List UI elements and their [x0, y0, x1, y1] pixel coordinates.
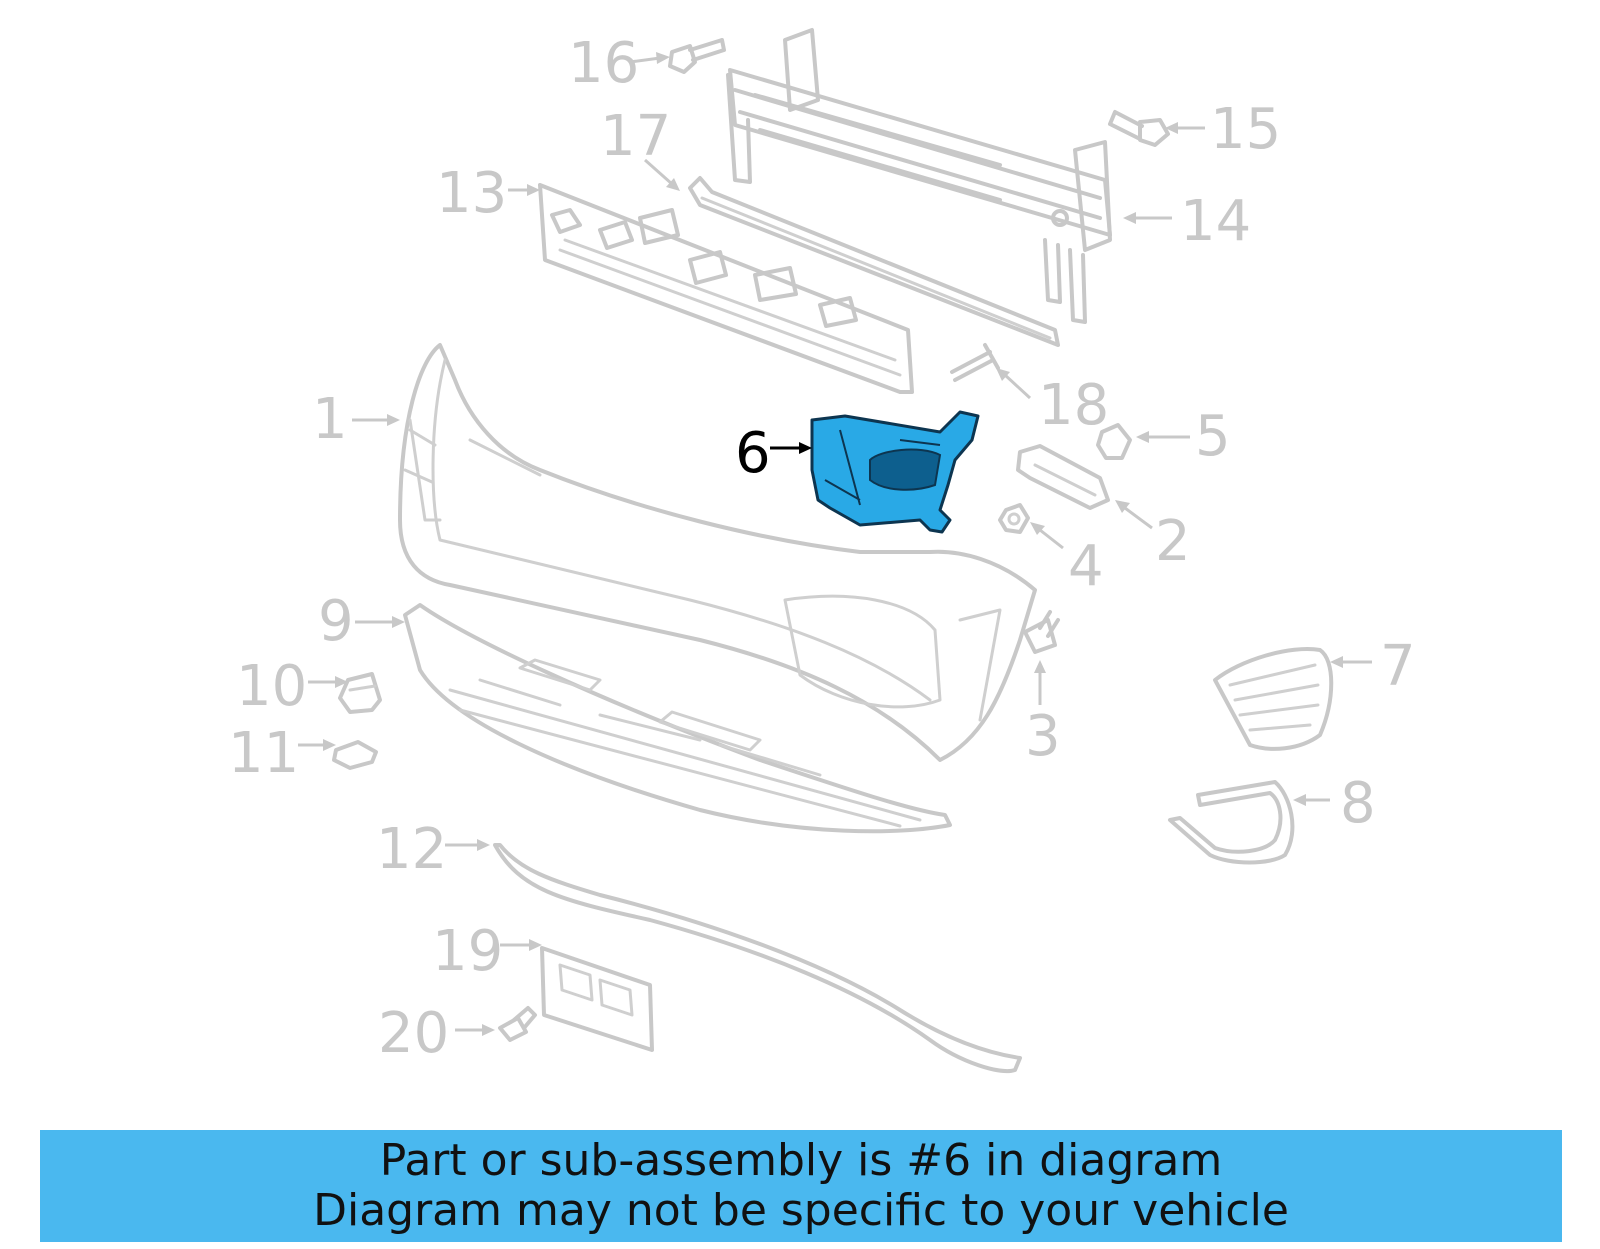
callout-20: 20 — [378, 1001, 449, 1066]
callout-1: 1 — [312, 387, 348, 452]
part-14-reinforcement-beam — [726, 28, 1112, 324]
callout-19: 19 — [432, 919, 503, 984]
leader-lines — [298, 52, 1372, 1036]
callout-11: 11 — [228, 721, 299, 786]
part-12-skid-plate — [493, 843, 1022, 1073]
part-5-clip — [1096, 423, 1132, 460]
callout-13: 13 — [436, 161, 507, 226]
banner-line-disclaimer: Diagram may not be specific to your vehi… — [313, 1185, 1289, 1236]
part-8-trim-ring — [1168, 780, 1295, 865]
callout-2: 2 — [1155, 509, 1191, 574]
callout-14: 14 — [1180, 189, 1251, 254]
part-20-rivet — [498, 1006, 537, 1042]
part-6-bracket-highlighted — [810, 410, 980, 534]
callout-labels: 16 15 17 13 14 18 1 6 5 2 4 9 7 10 3 11 … — [228, 31, 1416, 1066]
part-3-rivet — [1023, 610, 1060, 654]
callout-10: 10 — [236, 654, 307, 719]
part-4-nut — [998, 503, 1030, 534]
callout-18: 18 — [1038, 373, 1109, 438]
part-10-bracket — [338, 672, 382, 714]
callout-12: 12 — [376, 817, 447, 882]
part-16-bolt — [668, 38, 726, 74]
part-9-lower-grille — [403, 603, 952, 834]
part-2-sensor-bracket — [1016, 444, 1110, 510]
part-15-bolt — [1108, 110, 1170, 147]
callout-9: 9 — [318, 589, 354, 654]
banner-line-part: Part or sub-assembly is #6 in diagram — [379, 1135, 1223, 1186]
callout-6: 6 — [735, 421, 771, 486]
part-7-bezel — [1213, 647, 1334, 751]
callout-7: 7 — [1380, 634, 1416, 699]
part-11-cap — [332, 740, 378, 770]
part-1-bumper-cover — [398, 343, 1037, 762]
callout-4: 4 — [1068, 534, 1104, 599]
callout-5: 5 — [1195, 404, 1231, 469]
info-banner: Part or sub-assembly is #6 in diagram Di… — [40, 1130, 1562, 1242]
callout-15: 15 — [1210, 97, 1281, 162]
part-18-push-pin — [950, 343, 1000, 382]
callout-17: 17 — [600, 104, 671, 169]
callout-8: 8 — [1340, 771, 1376, 836]
callout-3: 3 — [1025, 704, 1061, 769]
part-19-license-bracket — [540, 946, 654, 1052]
part-17-seal-strip — [688, 176, 1060, 347]
callout-16: 16 — [568, 31, 639, 96]
part-13-absorber — [538, 183, 914, 394]
